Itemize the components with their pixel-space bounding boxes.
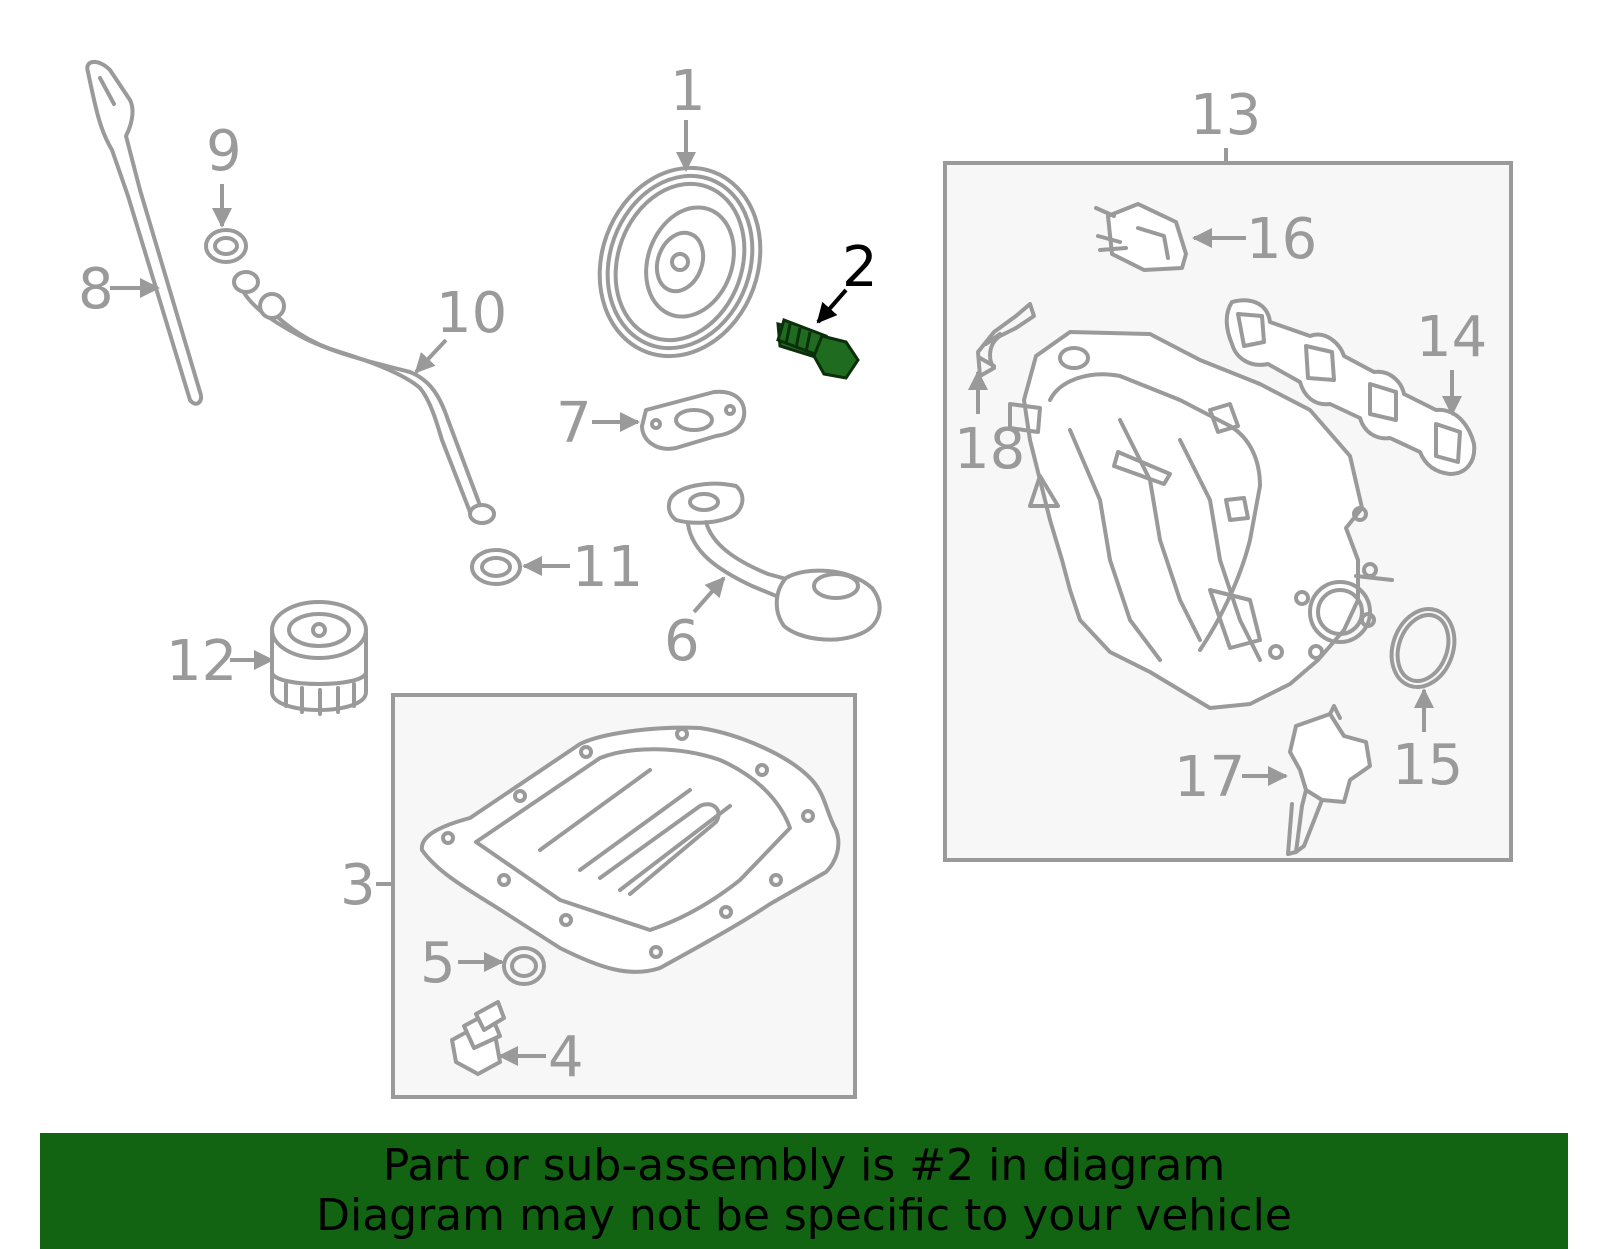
o-ring-11-part — [470, 548, 522, 586]
callout-10: 10 — [436, 281, 507, 346]
callout-7: 7 — [556, 391, 592, 456]
banner-line-disclaimer: Diagram may not be specific to your vehi… — [316, 1190, 1292, 1241]
intake-manifold-gasket-part — [1224, 298, 1477, 476]
map-sensor-part — [1094, 202, 1188, 272]
callout-4: 4 — [548, 1025, 584, 1090]
callout-9: 9 — [206, 119, 242, 184]
crankshaft-bolt-part — [776, 318, 860, 380]
callout-3: 3 — [340, 853, 376, 918]
dipstick-tube-part — [232, 270, 496, 525]
callout-1: 1 — [670, 59, 706, 124]
callout-17: 17 — [1174, 745, 1245, 810]
drain-plug-part — [450, 1000, 506, 1076]
oil-filter-part — [270, 600, 368, 716]
throttle-body-gasket-part — [1389, 607, 1457, 689]
info-banner: Part or sub-assembly is #2 in diagram Di… — [40, 1133, 1568, 1249]
callout-2: 2 — [842, 235, 878, 300]
oil-pan-part — [419, 725, 841, 974]
callout-14: 14 — [1416, 305, 1487, 370]
callout-16: 16 — [1246, 207, 1317, 272]
oil-strainer-part — [666, 481, 882, 642]
callout-15: 15 — [1392, 733, 1463, 798]
control-valve-part — [1286, 704, 1372, 856]
callout-5: 5 — [420, 931, 456, 996]
drain-washer-part — [502, 946, 546, 986]
o-ring-9-part — [204, 228, 248, 264]
oil-pump-gasket-part — [640, 389, 747, 451]
dipstick-part — [85, 60, 203, 406]
callout-13: 13 — [1190, 83, 1261, 148]
callout-18: 18 — [954, 417, 1025, 482]
callout-6: 6 — [664, 609, 700, 674]
callout-12: 12 — [166, 629, 237, 694]
intake-manifold-part — [1008, 330, 1394, 710]
leader-lines — [110, 120, 1462, 1066]
crankshaft-pulley-part — [597, 165, 763, 359]
callout-11: 11 — [572, 535, 643, 600]
callout-8: 8 — [78, 257, 114, 322]
banner-line-part-info: Part or sub-assembly is #2 in diagram — [382, 1140, 1226, 1191]
